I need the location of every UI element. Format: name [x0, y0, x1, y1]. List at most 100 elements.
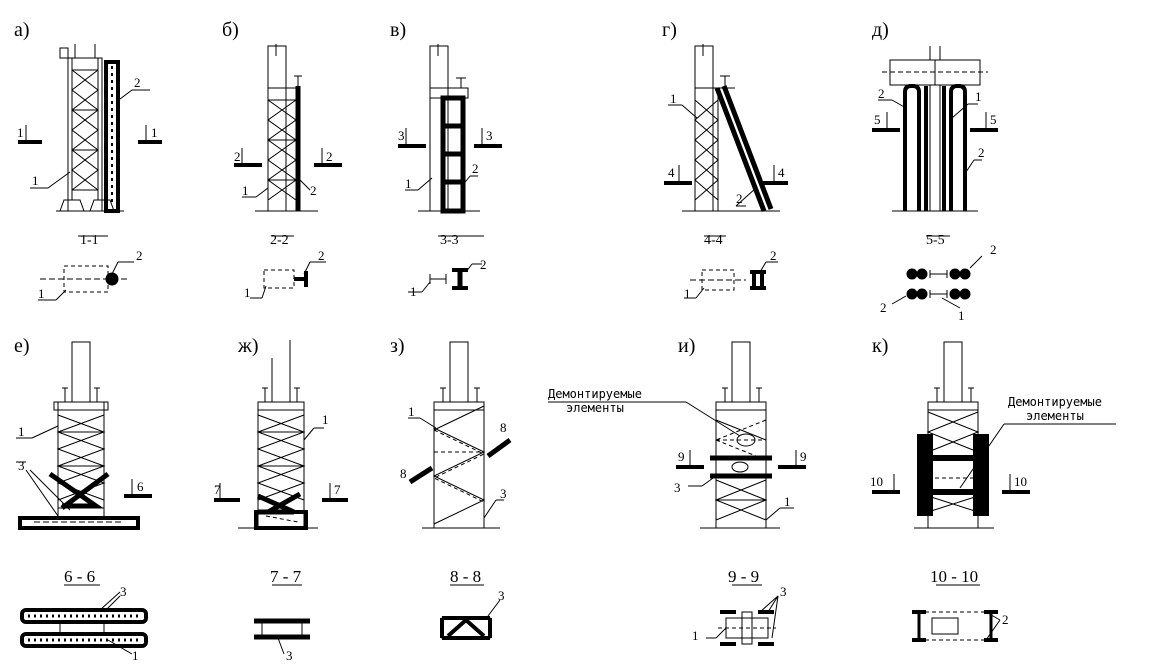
panel-e-callout-1: 1	[18, 424, 25, 439]
panel-d-elevation	[878, 46, 988, 212]
panel-e-section-callout-3: 3	[120, 584, 127, 599]
panel-g-section-callout-2: 2	[770, 248, 777, 263]
panel-a-callout-2: 2	[134, 75, 141, 90]
panel-a-section	[38, 235, 134, 301]
panel-v-callout-2: 2	[472, 161, 479, 176]
panel-d-section-callout-2-right: 2	[990, 242, 997, 257]
panel-k-cut-number-right: 10	[1014, 474, 1027, 489]
panel-g-callout-1: 1	[670, 91, 677, 106]
panel-a-cut-marks	[18, 125, 162, 144]
panel-i-note-line1: Демонтируемые	[548, 387, 642, 401]
panel-g-section	[684, 235, 778, 299]
panel-k-section	[912, 584, 1001, 642]
panel-e-cut-number-right: 6	[137, 479, 144, 494]
panel-z-section-callout-3: 3	[498, 588, 505, 603]
panel-i-callout-1: 1	[784, 494, 791, 509]
panel-e-letter: е)	[14, 335, 30, 357]
panel-b-section-title: 2-2	[270, 233, 289, 248]
panel-d-callout-1: 1	[975, 89, 982, 104]
panel-d-letter: д)	[872, 19, 889, 41]
panel-a-section-title: 1-1	[80, 233, 99, 248]
panel-i-section-callout-3: 3	[780, 584, 787, 599]
panel-k-letter: к)	[872, 335, 888, 357]
panel-z-callout-1: 1	[408, 404, 415, 419]
panel-e-elevation	[16, 341, 140, 530]
panel-zh-section-callout-3: 3	[286, 648, 293, 663]
panel-zh-elevation	[238, 340, 324, 530]
panel-k-elevation	[914, 341, 1116, 529]
panel-zh-cut-marks	[214, 483, 348, 502]
panel-zh-letter: ж)	[237, 335, 258, 357]
panel-a-callout-1: 1	[32, 173, 39, 188]
panel-g-section-callout-1: 1	[684, 286, 691, 301]
panel-b-cut-number-right: 2	[326, 149, 333, 164]
panel-g-cut-number-right: 4	[778, 165, 785, 180]
panel-k-cut-marks	[872, 474, 1030, 494]
panel-d-cut-number-right: 5	[990, 112, 997, 127]
panel-d-section-title: 5-5	[926, 233, 945, 248]
panel-zh-section-title: 7 - 7	[270, 567, 302, 586]
panel-i-section-title: 9 - 9	[728, 567, 759, 586]
panel-z-section-title: 8 - 8	[450, 567, 481, 586]
panel-d-callout-2-left: 2	[878, 86, 885, 101]
panel-e-section	[20, 584, 148, 655]
panel-a-cut-number-left: 1	[17, 125, 24, 140]
panel-e-callout-3: 3	[18, 458, 25, 473]
panel-a-letter: а)	[14, 19, 30, 41]
panel-g-elevation	[668, 44, 780, 212]
panel-d-cut-number-left: 5	[874, 112, 881, 127]
panel-b-section-callout-2: 2	[318, 248, 325, 263]
panel-v-letter: в)	[390, 19, 406, 41]
panel-z-letter: з)	[390, 335, 405, 357]
panel-v-section-callout-1: 1	[410, 284, 417, 299]
panel-zh-section	[254, 584, 310, 655]
panel-z-elevation	[408, 341, 512, 529]
panel-d-cut-marks	[872, 112, 998, 132]
panel-d-section-callout-1: 1	[958, 308, 965, 323]
panel-zh-cut-number-right: 7	[334, 482, 341, 497]
panel-v-elevation	[405, 44, 480, 214]
panel-i-cut-marks	[676, 450, 806, 469]
panel-b-cut-number-left: 2	[234, 149, 241, 164]
panel-v-section	[408, 235, 484, 293]
panel-g-cut-number-left: 4	[668, 165, 675, 180]
panel-v-cut-number-left: 3	[398, 128, 405, 143]
panel-k-note-line2: элементы	[1026, 409, 1084, 423]
panel-g-cut-marks	[664, 165, 788, 185]
panel-e-section-title: 6 - 6	[64, 567, 95, 586]
panel-b-section-callout-1: 1	[244, 285, 251, 300]
panel-e-section-callout-1: 1	[132, 648, 139, 663]
panel-v-cut-marks	[398, 128, 502, 148]
panel-d-callout-2-right: 2	[978, 145, 985, 160]
panel-k-section-callout-2: 2	[1002, 612, 1009, 627]
panel-d-section	[891, 235, 983, 309]
panel-b-cut-marks	[234, 148, 342, 167]
panel-i-cut-number-right: 9	[800, 449, 807, 464]
panel-z-callout-8-right: 8	[500, 420, 507, 435]
panel-b-callout-2: 2	[310, 183, 317, 198]
panel-zh-cut-number-left: 7	[214, 482, 221, 497]
panel-g-letter: г)	[662, 19, 677, 41]
panel-a-section-callout-2: 2	[136, 248, 143, 263]
panel-k-cut-number-left: 10	[870, 474, 883, 489]
panel-i-callout-3: 3	[674, 480, 681, 495]
panel-v-cut-number-right: 3	[486, 128, 493, 143]
panel-g-callout-2: 2	[736, 191, 743, 206]
panel-a-elevation	[30, 44, 150, 213]
panel-i-note-line2: элементы	[566, 401, 624, 415]
panel-a-section-callout-1: 1	[38, 286, 45, 301]
panel-b-section	[250, 235, 326, 299]
panel-v-callout-1: 1	[405, 176, 412, 191]
panel-v-section-title: 3-3	[440, 233, 459, 248]
panel-i-cut-number-left: 9	[678, 449, 685, 464]
panel-z-section	[440, 584, 501, 640]
panel-b-callout-1: 1	[242, 183, 249, 198]
panel-a-cut-number-right: 1	[151, 125, 158, 140]
panel-k-section-title: 10 - 10	[930, 567, 978, 586]
panel-b-elevation	[242, 44, 318, 212]
panel-b-letter: б)	[222, 19, 239, 41]
panel-z-callout-3: 3	[500, 486, 507, 501]
panel-z-callout-8-left: 8	[400, 466, 407, 481]
